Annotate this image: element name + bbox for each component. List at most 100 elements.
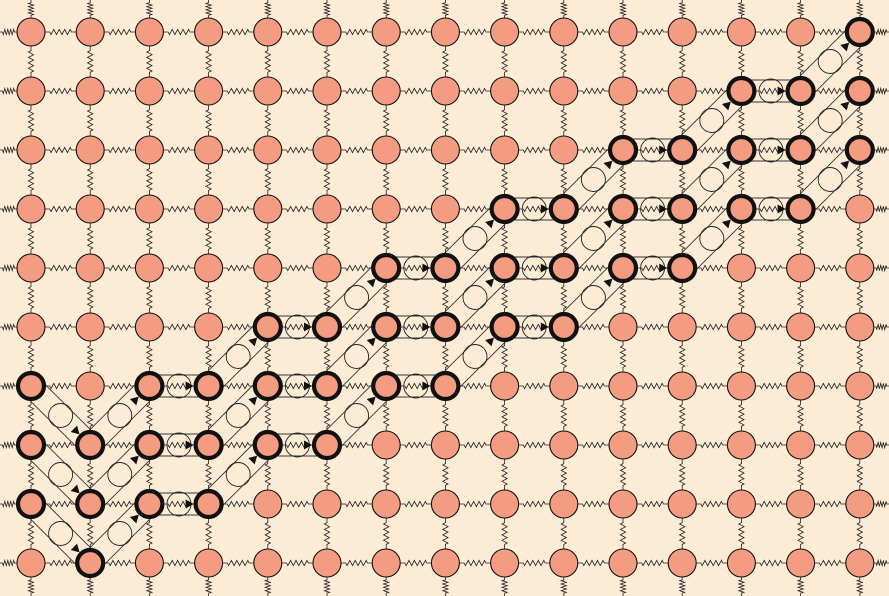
interface-bead <box>136 432 162 458</box>
lattice-bead <box>195 77 223 105</box>
lattice-bead <box>431 136 459 164</box>
lattice-bead <box>254 549 282 577</box>
lattice-bead <box>727 431 755 459</box>
lattice-bead <box>668 18 696 46</box>
lattice-bead <box>195 313 223 341</box>
lattice-bead <box>431 490 459 518</box>
interface-bead <box>196 432 222 458</box>
interface-bead <box>669 255 695 281</box>
lattice-bead <box>76 136 104 164</box>
lattice-bead <box>491 136 519 164</box>
lattice-bead <box>313 195 341 223</box>
lattice-bead <box>668 313 696 341</box>
lattice-bead <box>313 490 341 518</box>
lattice-bead <box>135 77 163 105</box>
lattice-bead <box>135 136 163 164</box>
interface-bead <box>136 491 162 517</box>
interface-bead <box>610 137 636 163</box>
lattice-bead <box>76 18 104 46</box>
interface-bead <box>373 373 399 399</box>
lattice-bead <box>76 372 104 400</box>
lattice-bead <box>17 313 45 341</box>
lattice-bead <box>668 372 696 400</box>
interface-bead <box>492 314 518 340</box>
lattice-bead <box>254 490 282 518</box>
interface-bead <box>196 373 222 399</box>
lattice-bead <box>668 549 696 577</box>
lattice-bead <box>372 549 400 577</box>
interface-bead <box>551 196 577 222</box>
lattice-bead <box>787 431 815 459</box>
lattice-bead <box>609 372 637 400</box>
lattice-bead <box>135 254 163 282</box>
lattice-bead <box>491 372 519 400</box>
interface-bead <box>373 314 399 340</box>
lattice-bead <box>254 136 282 164</box>
lattice-bead <box>668 490 696 518</box>
lattice-bead <box>135 18 163 46</box>
lattice-bead <box>787 490 815 518</box>
lattice-bead <box>313 77 341 105</box>
interface-bead <box>255 373 281 399</box>
lattice-bead <box>787 313 815 341</box>
interface-bead <box>432 314 458 340</box>
interface-bead <box>18 432 44 458</box>
interface-bead <box>551 314 577 340</box>
interface-bead <box>373 255 399 281</box>
interface-bead <box>77 550 103 576</box>
lattice-bead <box>846 431 874 459</box>
lattice-bead <box>846 195 874 223</box>
interface-bead <box>432 255 458 281</box>
lattice-bead <box>372 77 400 105</box>
lattice-bead <box>431 195 459 223</box>
lattice-bead <box>76 77 104 105</box>
lattice-bead <box>550 77 578 105</box>
lattice-bead <box>313 254 341 282</box>
interface-bead <box>788 137 814 163</box>
lattice-bead <box>727 549 755 577</box>
lattice-bead <box>550 18 578 46</box>
lattice-bead <box>609 490 637 518</box>
lattice-bead <box>372 195 400 223</box>
interface-bead <box>492 255 518 281</box>
interface-bead <box>847 137 873 163</box>
lattice-bead <box>491 431 519 459</box>
lattice-bead <box>668 77 696 105</box>
interface-bead <box>669 137 695 163</box>
lattice-bead <box>609 313 637 341</box>
lattice-bead <box>787 372 815 400</box>
lattice-bead <box>76 195 104 223</box>
lattice-bead <box>135 549 163 577</box>
lattice-bead <box>491 490 519 518</box>
interface-bead <box>492 196 518 222</box>
lattice-bead <box>846 254 874 282</box>
lattice-bead <box>550 431 578 459</box>
lattice-bead <box>195 195 223 223</box>
lattice-bead <box>846 549 874 577</box>
interface-bead <box>788 78 814 104</box>
lattice-bead <box>431 549 459 577</box>
interface-bead <box>18 491 44 517</box>
lattice-bead <box>195 549 223 577</box>
lattice-bead <box>491 18 519 46</box>
interface-bead <box>728 196 754 222</box>
lattice-bead <box>609 431 637 459</box>
lattice-bead <box>372 136 400 164</box>
lattice-bead <box>254 254 282 282</box>
lattice-bead <box>550 490 578 518</box>
lattice-bead <box>609 77 637 105</box>
lattice-bead <box>135 313 163 341</box>
lattice-bead <box>313 18 341 46</box>
interface-bead <box>314 314 340 340</box>
lattice-bead <box>787 254 815 282</box>
interface-bead <box>728 78 754 104</box>
lattice-bead <box>135 195 163 223</box>
lattice-bead <box>846 490 874 518</box>
lattice-bead <box>550 372 578 400</box>
lattice-bead <box>313 136 341 164</box>
interface-bead <box>610 255 636 281</box>
lattice-bead <box>254 18 282 46</box>
interface-bead <box>788 196 814 222</box>
lattice-bead <box>550 549 578 577</box>
